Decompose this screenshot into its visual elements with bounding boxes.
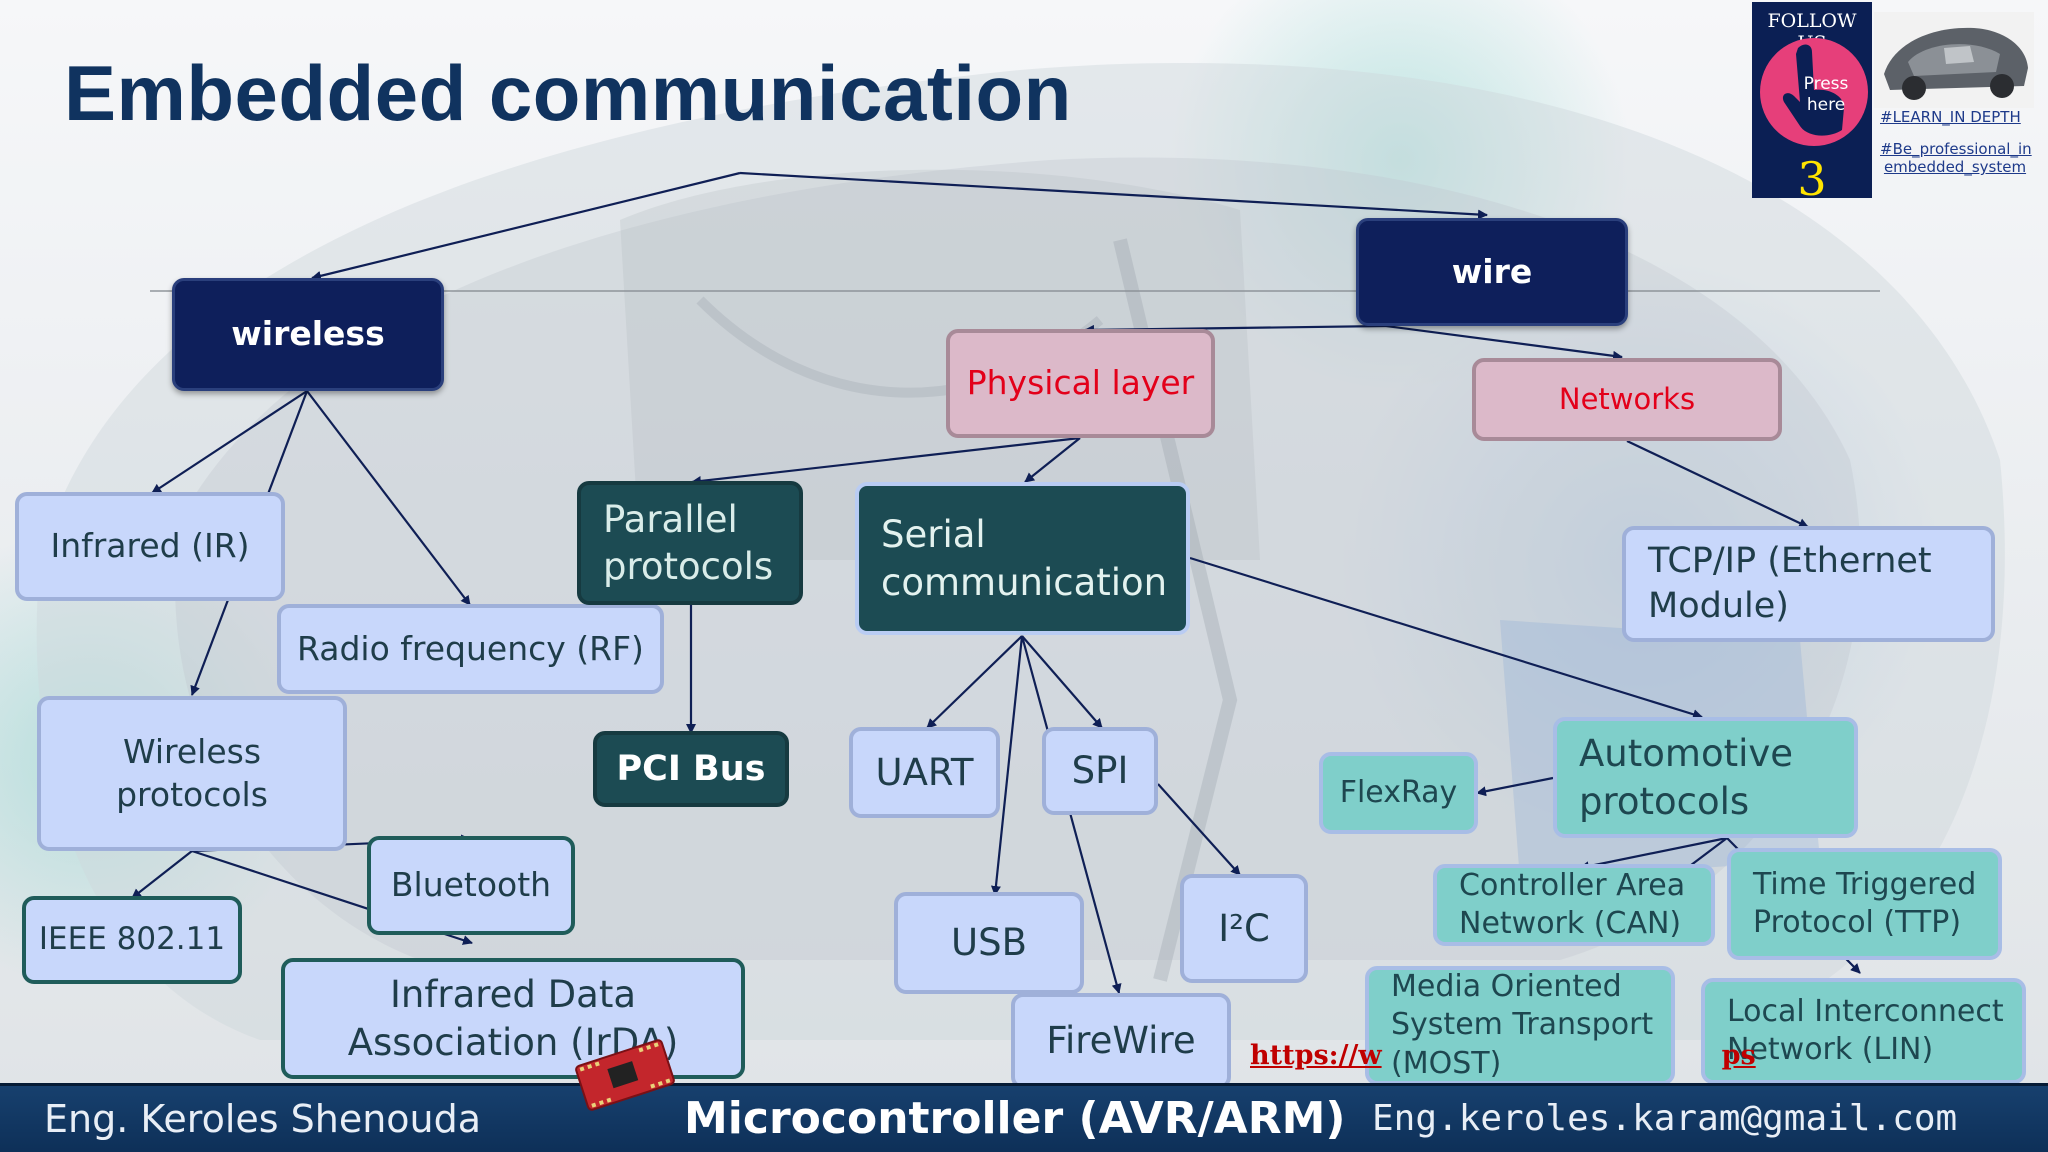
node-parallel-protocols: Parallel protocols (577, 481, 803, 605)
edge-auto-flexray (1476, 776, 1554, 797)
press-here-label: Press here (1803, 74, 1849, 115)
node-flexray: FlexRay (1319, 752, 1478, 834)
node-tcp-ip: TCP/IP (Ethernet Module) (1622, 526, 1995, 642)
node-ieee-label: IEEE 802.11 (38, 921, 226, 958)
node-wireless-label: wireless (231, 314, 385, 354)
node-irda-label: Infrared Data Association (IrDA) (347, 973, 679, 1064)
node-radio-frequency: Radio frequency (RF) (277, 604, 664, 694)
edge-wireless-rf (306, 390, 471, 606)
node-most: Media Oriented System Transport (MOST) (1365, 966, 1675, 1085)
footer-author: Eng. Keroles Shenouda (44, 1097, 482, 1141)
node-pci-label: PCI Bus (616, 748, 766, 789)
edge-serial-spi (1021, 635, 1103, 729)
edge-serial-automotive (1189, 556, 1703, 720)
node-infrared-label: Infrared (IR) (50, 526, 250, 566)
node-wire: wire (1356, 218, 1628, 326)
node-serial-communication: Serial communication (855, 482, 1190, 635)
node-firewire-label: FireWire (1046, 1019, 1196, 1063)
node-serial-label: Serial communication (881, 513, 1168, 604)
page-title: Embedded communication (64, 49, 1072, 137)
node-ttp-label: Time Triggered Protocol (TTP) (1753, 866, 1977, 940)
node-lin-label: Local Interconnect Network (LIN) (1727, 993, 2004, 1067)
node-uart: UART (849, 727, 1000, 818)
edge-serial-uart (926, 635, 1023, 729)
node-lin: Local Interconnect Network (LIN) (1701, 978, 2026, 1084)
node-tcp-ip-label: TCP/IP (Ethernet Module) (1648, 541, 1932, 626)
edge-serial-usb (990, 635, 1024, 896)
edge-auto-can (1579, 836, 1728, 872)
url-fragment-end: ps (1721, 1040, 1756, 1071)
car-engine-thumbnail (1874, 12, 2034, 108)
node-networks: Networks (1472, 358, 1782, 441)
node-wire-label: wire (1451, 251, 1533, 291)
node-parallel-label: Parallel protocols (603, 497, 774, 588)
url-fragment-start: https://w (1250, 1040, 1382, 1071)
node-automotive-label: Automotive protocols (1579, 732, 1794, 823)
hashtag-learn-in-depth[interactable]: #LEARN_IN DEPTH (1880, 108, 2021, 126)
node-usb-label: USB (951, 921, 1027, 965)
node-networks-label: Networks (1558, 381, 1696, 416)
node-firewire: FireWire (1011, 993, 1231, 1089)
edge-wp-ieee (131, 850, 193, 899)
node-usb: USB (894, 892, 1084, 994)
press-here-button[interactable] (1760, 38, 1868, 146)
footer-bar: Eng. Keroles Shenouda Microcontroller (A… (0, 1083, 2048, 1152)
footer-email: Eng.keroles.karam@gmail.com (1372, 1098, 1958, 1139)
node-spi: SPI (1042, 727, 1158, 815)
node-i2c: I²C (1180, 874, 1308, 983)
footer-course: Microcontroller (AVR/ARM) (684, 1093, 1346, 1144)
edge-wireless-ir (151, 390, 308, 494)
node-wireless: wireless (172, 278, 444, 391)
node-pci-bus: PCI Bus (593, 731, 789, 807)
node-physical-layer: Physical layer (946, 329, 1215, 438)
follow-us-widget[interactable]: FOLLOW US Press here 3 (1752, 2, 1872, 198)
node-spi-label: SPI (1071, 749, 1129, 793)
node-radio-frequency-label: Radio frequency (RF) (297, 628, 644, 668)
node-i2c-label: I²C (1218, 906, 1270, 950)
node-physical-layer-label: Physical layer (966, 363, 1195, 403)
edge-root-wire (739, 171, 1488, 220)
node-automotive-protocols: Automotive protocols (1553, 717, 1858, 838)
node-ttp: Time Triggered Protocol (TTP) (1727, 848, 2002, 960)
edge-physical-serial (1024, 437, 1081, 483)
node-bluetooth-label: Bluetooth (390, 865, 552, 905)
node-bluetooth: Bluetooth (367, 836, 575, 935)
hashtag-be-professional[interactable]: #Be_professional_in embedded_system (1880, 140, 2032, 176)
link-url-fragment[interactable]: https://w ps (1250, 1040, 1756, 1071)
edge-physical-parallel (691, 436, 1081, 486)
edge-wire-networks (1385, 324, 1623, 361)
microcontroller-board-image (575, 1039, 675, 1111)
node-ieee-802-11: IEEE 802.11 (22, 896, 242, 984)
edge-networks-tcpip (1626, 440, 1809, 528)
node-flexray-label: FlexRay (1339, 774, 1458, 810)
node-uart-label: UART (875, 750, 974, 794)
node-can: Controller Area Network (CAN) (1433, 864, 1715, 946)
node-can-label: Controller Area Network (CAN) (1459, 867, 1686, 941)
node-infrared: Infrared (IR) (15, 492, 285, 601)
follow-number: 3 (1797, 152, 1827, 198)
hand-pointer-icon (1782, 44, 1844, 136)
node-most-label: Media Oriented System Transport (MOST) (1391, 968, 1654, 1081)
node-wireless-protocols: Wireless protocols (37, 696, 347, 851)
edge-root-wireless (311, 171, 741, 281)
edge-spi-i2c (1157, 783, 1241, 876)
node-wireless-protocols-label: Wireless protocols (116, 732, 268, 814)
